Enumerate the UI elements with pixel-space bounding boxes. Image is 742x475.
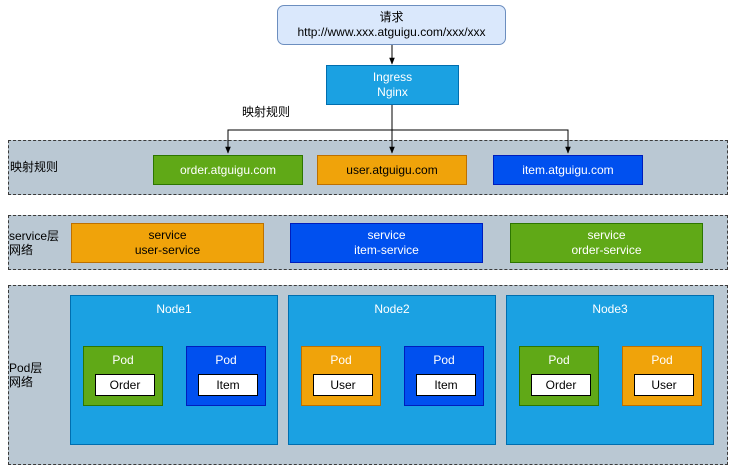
request-title: 请求 [379, 10, 404, 24]
pod-box: Pod Item [186, 346, 266, 406]
pod-layer-label: Pod层 网络 [9, 361, 42, 389]
pod-container-label: User [313, 374, 373, 396]
pod-title: Pod [651, 353, 673, 367]
arrow-to-item-host [392, 129, 571, 154]
pod-container-label: Item [198, 374, 258, 396]
node-title: Node1 [156, 302, 192, 316]
pod-container-label: Order [531, 374, 591, 396]
host-box-user: user.atguigu.com [317, 155, 467, 185]
service-box-item: service item-service [290, 223, 483, 263]
service-layer-label: service层 网络 [9, 229, 59, 257]
node-box-1: Node1 Pod Order Pod Item [70, 295, 278, 445]
service-box-user: service user-service [71, 223, 264, 263]
node-title: Node2 [374, 302, 410, 316]
host-label: user.atguigu.com [346, 163, 438, 177]
pod-title: Pod [112, 353, 134, 367]
ingress-title: Ingress [372, 70, 413, 84]
service-kind: service [148, 228, 187, 242]
host-box-order: order.atguigu.com [153, 155, 303, 185]
node-box-2: Node2 Pod User Pod Item [288, 295, 496, 445]
pod-layer-label-line1: Pod层 [9, 361, 43, 375]
pod-box: Pod User [622, 346, 702, 406]
pod-title: Pod [433, 353, 455, 367]
mapping-rule-annotation: 映射规则 [242, 105, 291, 119]
arrow-to-order-host [225, 129, 392, 154]
pod-container-label: Order [95, 374, 155, 396]
pod-box: Pod Order [519, 346, 599, 406]
service-name: user-service [134, 243, 201, 257]
service-name: order-service [571, 243, 642, 257]
pod-title: Pod [215, 353, 237, 367]
host-label: item.atguigu.com [522, 163, 614, 177]
host-label: order.atguigu.com [179, 163, 277, 177]
service-name: item-service [354, 243, 419, 257]
pod-box: Pod User [301, 346, 381, 406]
service-layer-label-line1: service层 [9, 229, 60, 243]
pod-container-label: Item [416, 374, 476, 396]
pod-box: Pod Order [83, 346, 163, 406]
request-url: http://www.xxx.atguigu.com/xxx/xxx [297, 25, 486, 39]
pod-layer-label-line2: 网络 [9, 375, 34, 389]
service-kind: service [587, 228, 626, 242]
request-box: 请求 http://www.xxx.atguigu.com/xxx/xxx [277, 5, 506, 45]
pod-title: Pod [548, 353, 570, 367]
service-kind: service [367, 228, 406, 242]
node-box-3: Node3 Pod Order Pod User [506, 295, 714, 445]
pod-title: Pod [330, 353, 352, 367]
pod-container-label: User [634, 374, 694, 396]
host-box-item: item.atguigu.com [493, 155, 643, 185]
node-title: Node3 [592, 302, 628, 316]
mapping-layer-label: 映射规则 [10, 160, 59, 174]
service-layer-label-line2: 网络 [9, 243, 34, 257]
ingress-subtitle: Nginx [377, 85, 408, 99]
ingress-box: Ingress Nginx [326, 65, 459, 105]
pod-box: Pod Item [404, 346, 484, 406]
service-box-order: service order-service [510, 223, 703, 263]
